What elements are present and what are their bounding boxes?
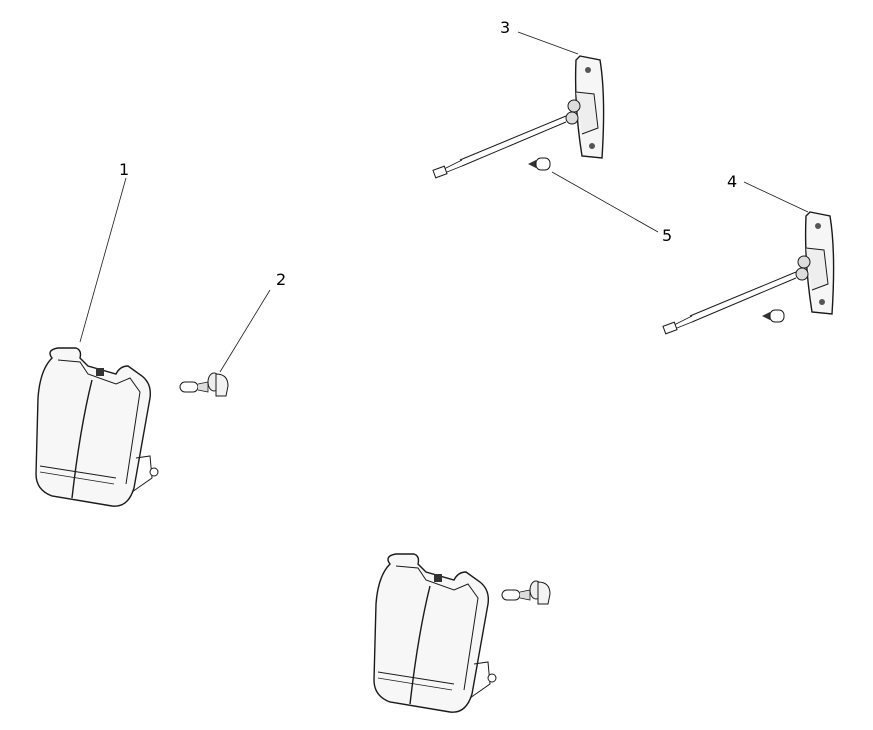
leader-line-5: [551, 171, 659, 233]
callout-1: 1: [119, 160, 130, 179]
callout-3: 3: [500, 18, 511, 37]
callout-4: 4: [727, 172, 738, 191]
callout-2: 2: [276, 270, 287, 289]
leader-line-1: [79, 177, 127, 343]
leader-line-4: [743, 181, 809, 213]
headlamp-bulb-second: [501, 580, 551, 605]
marker-bulb-4b: [761, 309, 785, 323]
callout-5: 5: [662, 226, 673, 245]
headlamp-1: [35, 347, 159, 507]
marker-bulb-5: [527, 157, 551, 171]
side-marker-3: [432, 55, 605, 179]
headlamp-bulb-2: [179, 372, 229, 397]
leader-line-2: [219, 289, 271, 373]
side-marker-4: [662, 211, 835, 335]
leader-line-3: [517, 31, 579, 55]
headlamp-second: [373, 553, 497, 713]
